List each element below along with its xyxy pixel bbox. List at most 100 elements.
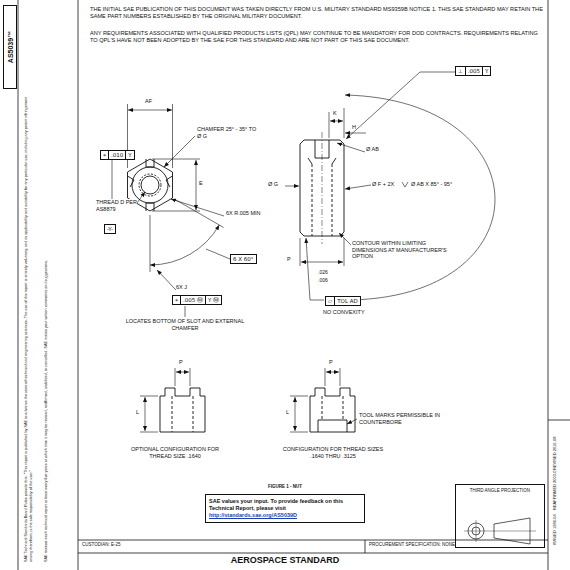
drawing-note-box: SAE Technical Standards Board Rules prov…: [24, 92, 33, 562]
control-frame: ⊥.005Y: [455, 66, 491, 76]
drawing-stroke: [548, 420, 570, 421]
drawing-stroke: [310, 388, 355, 432]
figure-caption-box: FIGURE 1 - NUT: [225, 484, 345, 489]
drawing-note-box: NO CONVEXITY: [323, 309, 383, 316]
drawing-stroke: [78, 0, 79, 570]
drawing-note: ISSUED 1986-04: [552, 514, 557, 545]
drawing-note: P: [287, 256, 291, 262]
drawing-note-box: L: [136, 409, 146, 416]
drawing-stroke: [78, 553, 548, 554]
drawing-stroke: [345, 95, 495, 300]
drawing-note: REAFFIRMED 2003-07: [552, 468, 557, 510]
drawing-note: CUSTODIAN: E-25: [82, 542, 120, 547]
drawing-stroke: [190, 368, 191, 386]
drawing-note: E: [199, 180, 203, 186]
drawing-stroke: [160, 388, 205, 432]
drawing-note: .026: [318, 269, 328, 275]
drawing-stroke: [344, 108, 345, 138]
drawing-note-box: 6X R.005 MIN: [226, 210, 286, 217]
drawing-stroke: [318, 420, 347, 432]
drawing-stroke: [185, 306, 186, 317]
drawing-stroke: [112, 158, 113, 199]
frame-cell: ▱: [326, 297, 334, 305]
drawing-note: AF: [145, 98, 152, 104]
frame-cell: Y Ⓜ: [205, 296, 221, 304]
drawing-note: OPTIONAL CONFIGURATION FOR THREAD SIZE .…: [131, 446, 219, 459]
drawing-stroke: [295, 397, 296, 431]
drawing-stroke: [78, 540, 548, 541]
frame-cell: .005: [465, 67, 482, 75]
drawing-note-box: H: [352, 124, 362, 131]
drawing-stroke: [176, 372, 189, 373]
feedback-text: SAE values your input. To provide feedba…: [209, 498, 361, 512]
drawing-stroke: [476, 520, 477, 542]
document-number-box: AS5039™: [3, 5, 17, 89]
drawing-stroke: [206, 249, 230, 259]
control-frame: -Y-: [104, 224, 116, 234]
feedback-link: http://standards.sae.org/AS5039D: [209, 512, 361, 519]
drawing-note: Ø AB X 85° - 95°: [411, 181, 452, 187]
figure-caption: FIGURE 1 - NUT: [268, 484, 302, 489]
drawing-note-box: REVISED 2016-08: [553, 410, 558, 470]
drawing-stroke: [193, 396, 194, 432]
drawing-note-box: ANY REQUIREMENTS ASSOCIATED WITH QUALIFI…: [90, 30, 545, 43]
drawing-note: CHAMFER 25° - 35° TO Ø G: [197, 126, 256, 139]
drawing-note-box: PROCUREMENT SPECIFICATION: NONE: [369, 542, 539, 547]
drawing-note-box: Ø G: [268, 181, 288, 188]
drawing-note-box: K: [333, 110, 343, 117]
frame-cell: TOL AD: [334, 297, 360, 305]
frame-cell: ⌖: [173, 296, 180, 304]
drawing-stroke: [152, 211, 200, 212]
drawing-stroke: [285, 186, 299, 187]
drawing-note: H: [352, 124, 356, 130]
drawing-stroke: [464, 531, 536, 532]
drawing-stroke: [145, 397, 146, 431]
drawing-note: AEROSPACE STANDARD: [231, 555, 340, 565]
drawing-note-box: CHAMFER 25° - 35° TO Ø G: [197, 126, 259, 139]
drawing-note: ANY REQUIREMENTS ASSOCIATED WITH QUALIFI…: [90, 30, 538, 43]
sheet-frame: [18, 0, 570, 570]
drawing-stroke: [548, 0, 549, 570]
drawing-note: L: [286, 409, 289, 415]
drawing-note-box: LOCATES BOTTOM OF SLOT AND EXTERNAL CHAM…: [125, 318, 245, 331]
drawing-stroke: [290, 432, 308, 433]
projection-symbol: [464, 518, 536, 544]
drawing-note-box: .006: [318, 277, 338, 283]
drawing-stroke: [325, 368, 326, 386]
drawing-note-box: CONTOUR WITHIN LIMITING DIMENSIONS AT MA…: [352, 240, 452, 260]
drawing-stroke: [312, 164, 313, 236]
frame-cell: Y: [125, 151, 133, 159]
frame-cell: Y: [482, 67, 490, 75]
drawing-note: PROCUREMENT SPECIFICATION: NONE: [369, 542, 455, 547]
drawing-stroke: [326, 372, 339, 373]
drawing-stroke: [139, 174, 161, 196]
drawing-note: Ø AB: [366, 146, 379, 152]
drawing-stroke: [176, 200, 224, 228]
drawing-stroke: [402, 182, 408, 187]
control-frame: ▱TOL AD: [325, 296, 361, 306]
drawing-note-box: E: [199, 180, 219, 187]
drawing-note-box: CONFIGURATION FOR THREAD SIZES .1640 THR…: [278, 446, 388, 459]
drawing-stroke: [329, 112, 330, 138]
drawing-stroke: [345, 133, 366, 134]
frame-cell: 6 X 60°: [231, 255, 256, 263]
drawing-note-box: CUSTODIAN: E-25: [82, 542, 282, 547]
drawing-stroke: [128, 110, 172, 111]
bottom-view-dimensions: [140, 368, 357, 432]
frame-cell: ⊥: [456, 67, 465, 75]
drawing-note: P: [329, 359, 333, 365]
drawing-stroke: [141, 176, 159, 194]
drawing-note: TOOL MARKS PERMISSIBLE IN COUNTERBORE: [359, 412, 440, 425]
frame-cell: .005 Ⓜ: [180, 296, 205, 304]
drawing-stroke: [346, 72, 455, 139]
drawing-stroke: [300, 238, 301, 266]
control-frame: ⌖.010Y: [100, 150, 135, 160]
projection-box: THIRD ANGLE PROJECTION: [455, 484, 545, 548]
bottom-views: [160, 388, 355, 432]
drawing-note: THE INITIAL SAE PUBLICATION OF THIS DOCU…: [90, 6, 543, 19]
drawing-note-box: THREAD D PER AS8879: [96, 199, 142, 212]
drawing-note-box: Ø AB X 85° - 95°: [411, 181, 473, 188]
frame-cell: .010: [108, 151, 125, 159]
drawing-note-box: SAE reviews each technical report at lea…: [44, 92, 49, 562]
side-view: [300, 132, 344, 244]
